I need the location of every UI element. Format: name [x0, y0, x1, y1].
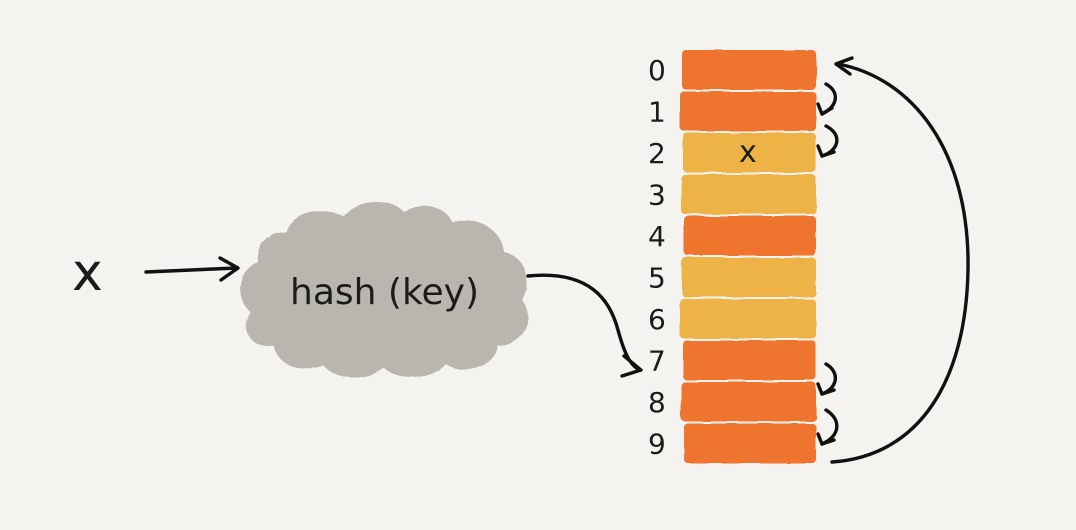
hash-function-label: hash (key): [290, 272, 479, 313]
slot-index-1: 1: [648, 96, 666, 129]
hash-table: 0 1 2 x 3 4 5 6 7 8 9: [648, 50, 816, 463]
table-slot-6: [680, 299, 816, 339]
slot-index-9: 9: [648, 428, 666, 461]
table-slot-3: [681, 174, 816, 214]
probe-arrowhead-1-2: [816, 144, 836, 158]
key-to-hash-arrowhead: [218, 256, 240, 282]
wrap-around-arrowhead: [834, 56, 854, 76]
table-slot-9: [684, 423, 816, 463]
slot-content-2: x: [739, 135, 757, 170]
slot-index-8: 8: [648, 386, 666, 419]
slot-index-6: 6: [648, 303, 666, 336]
probe-arrows: [816, 82, 839, 446]
table-slot-1: [680, 91, 816, 131]
slot-index-5: 5: [648, 262, 666, 295]
probe-arrowhead-7-8: [816, 382, 836, 396]
wrap-around-arrow: [830, 62, 970, 464]
table-slot-4: [684, 216, 816, 256]
input-key-label: x: [72, 243, 103, 303]
table-slot-0: [682, 50, 816, 90]
slot-index-0: 0: [648, 54, 666, 87]
key-to-hash-arrow: [144, 266, 238, 274]
table-slot-7: [683, 340, 816, 380]
probe-arrowhead-0-1: [816, 102, 834, 116]
slot-index-4: 4: [648, 220, 666, 253]
slot-index-3: 3: [648, 179, 666, 212]
slot-index-2: 2: [648, 137, 666, 170]
table-slot-5: [682, 257, 816, 297]
slot-index-7: 7: [648, 345, 666, 378]
table-slot-8: [681, 382, 816, 422]
probe-arrowhead-8-9: [816, 432, 836, 446]
hash-cloud: [240, 201, 529, 378]
hash-to-slot-arrowhead: [620, 354, 643, 378]
table-slot-2: [683, 133, 816, 173]
